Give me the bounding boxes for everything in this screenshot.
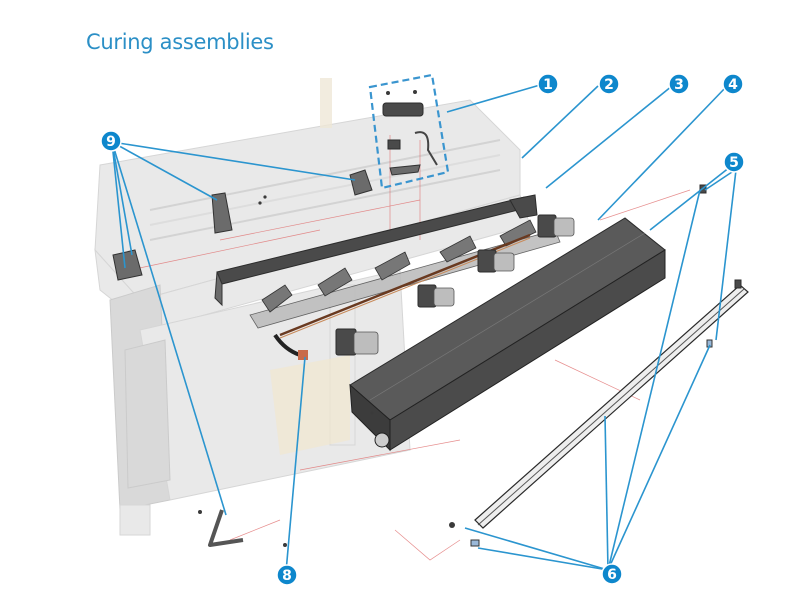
leader-lines [111,84,737,573]
callout-label: 5 [729,155,739,171]
callout-label: 6 [607,567,617,583]
part-4-heater-modules [335,214,575,356]
page-title: Curing assemblies [86,30,274,54]
callout-label: 8 [282,568,292,584]
callout-6: 6 [601,563,623,585]
part-5-curing-housing [349,217,666,452]
callout-label: 3 [674,77,684,93]
callout-4: 4 [722,73,744,95]
assembly-guide-lines [129,135,691,561]
part-1-sensor-group [368,73,450,190]
callout-2: 2 [598,73,620,95]
callout-5: 5 [723,151,745,173]
callout-label: 4 [728,77,738,93]
callout-8: 8 [276,564,298,586]
part-6-reflector [449,184,749,547]
callout-3: 3 [668,73,690,95]
printer-body-ghost [94,78,531,536]
callout-label: 1 [543,77,553,93]
callout-1: 1 [537,73,559,95]
callout-9: 9 [100,130,122,152]
part-9-brackets [112,169,373,547]
callout-label: 9 [106,134,116,150]
callout-label: 2 [604,77,614,93]
part-2-beam [214,194,538,307]
